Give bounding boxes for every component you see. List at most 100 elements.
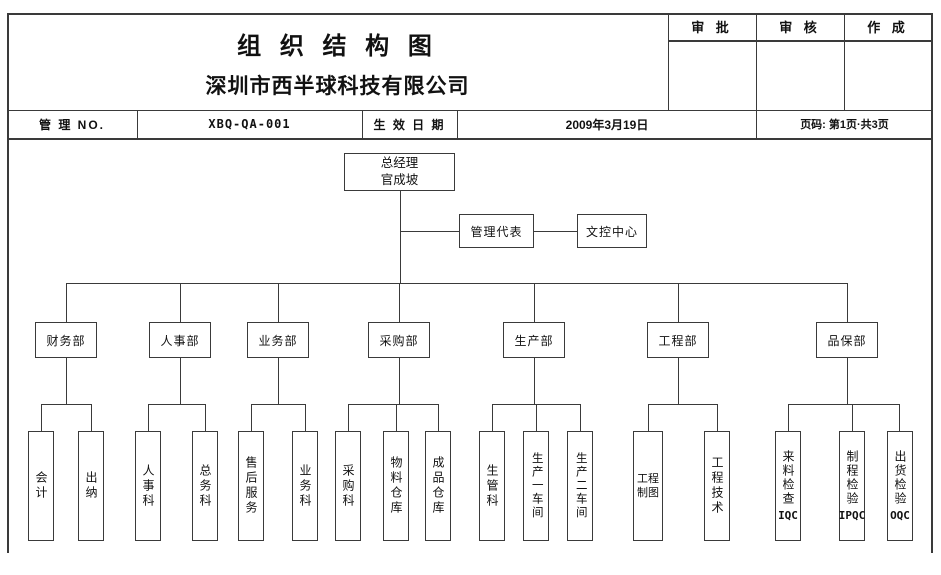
connector-leaf-drop: [648, 404, 649, 431]
connector-leaf-drop: [788, 404, 789, 431]
connector-root-to-mgmtrep: [400, 231, 459, 232]
connector-qa-children-drop: [847, 358, 848, 404]
approval-col-zuocheng: 作 成: [867, 20, 909, 35]
connector-finance-branch: [41, 404, 91, 405]
connector-leaf-drop: [536, 404, 537, 431]
meta-divider-3: [457, 110, 458, 138]
org-node-business-dept: 业务部: [247, 322, 309, 358]
org-node-cashier: 出纳: [78, 431, 104, 541]
org-node-qa-dept: 品保部: [816, 322, 878, 358]
connector-qa-branch: [788, 404, 900, 405]
page-number-info: 页码: 第1页·共3页: [800, 119, 889, 131]
leaf-label: 采购科: [341, 463, 355, 509]
connector-drop-qa: [847, 283, 848, 322]
connector-leaf-drop: [492, 404, 493, 431]
connector-purchasing-branch: [348, 404, 438, 405]
leaf-label: 生管科: [485, 463, 499, 509]
connector-leaf-drop: [41, 404, 42, 431]
connector-drop-production: [534, 283, 535, 322]
org-node-document-control-center: 文控中心: [577, 214, 647, 248]
connector-hr-children-drop: [180, 358, 181, 404]
approval-header-bottom-line: [668, 40, 933, 42]
org-node-personnel-section: 人事科: [135, 431, 161, 541]
connector-business-children-drop: [278, 358, 279, 404]
org-node-after-sales-service: 售后服务: [238, 431, 264, 541]
connector-drop-hr: [180, 283, 181, 322]
leaf-code: OQC: [890, 509, 910, 522]
connector-drop-purchasing: [399, 283, 400, 322]
leaf-label: 总务科: [198, 463, 212, 509]
org-node-engineering-drawing: 工程制图: [633, 431, 663, 541]
leaf-label: 物料仓库: [389, 456, 403, 516]
connector-leaf-drop: [438, 404, 439, 431]
approval-signature-cell-zuocheng: [844, 42, 932, 110]
org-node-incoming-inspection-iqc: 来料检查 IQC: [775, 431, 801, 541]
org-node-engineering-technology: 工程技术: [704, 431, 730, 541]
leaf-label: 制程检验: [845, 450, 859, 506]
org-node-general-affairs-section: 总务科: [192, 431, 218, 541]
connector-engineering-branch: [648, 404, 717, 405]
mgmt-no-label: 管 理 NO.: [38, 117, 105, 132]
approval-table-divider-2: [844, 13, 845, 110]
org-node-inprocess-inspection-ipqc: 制程检验 IPQC: [839, 431, 865, 541]
leaf-label: 来料检查: [781, 450, 795, 506]
connector-purchasing-children-drop: [399, 358, 400, 404]
leaf-code: IPQC: [838, 509, 866, 522]
effective-date-label: 生 效 日 期: [373, 117, 446, 132]
general-manager-title: 总经理: [380, 156, 419, 170]
company-name: 深圳市西半球科技有限公司: [205, 75, 470, 98]
leaf-label: 生产二车间: [574, 452, 587, 520]
org-node-purchasing-section: 采购科: [335, 431, 361, 541]
connector-drop-business: [278, 283, 279, 322]
approval-signature-cell-shenhe: [756, 42, 844, 110]
approval-table-left-divider: [668, 13, 669, 110]
org-node-engineering-dept: 工程部: [647, 322, 709, 358]
general-manager-name: 官成坡: [380, 173, 419, 187]
connector-leaf-drop: [348, 404, 349, 431]
org-node-finance-dept: 财务部: [35, 322, 97, 358]
org-node-general-manager: 总经理 官成坡: [344, 153, 455, 191]
connector-leaf-drop: [717, 404, 718, 431]
org-node-production-workshop-1: 生产一车间: [523, 431, 549, 541]
org-node-accounting: 会计: [28, 431, 54, 541]
approval-col-shenpi: 审 批: [691, 20, 733, 35]
leaf-label: 售后服务: [244, 456, 258, 516]
connector-leaf-drop: [899, 404, 900, 431]
frame-left-border: [7, 13, 9, 553]
connector-drop-engineering: [678, 283, 679, 322]
connector-mgmtrep-to-docctrl: [534, 231, 577, 232]
leaf-label: 工程制图: [637, 473, 659, 499]
leaf-label: 出纳: [84, 471, 98, 501]
connector-engineering-children-drop: [678, 358, 679, 404]
approval-table-divider-1: [756, 13, 757, 138]
connector-leaf-drop: [91, 404, 92, 431]
leaf-label: 工程技术: [710, 456, 724, 516]
leaf-label: 会计: [34, 471, 48, 501]
effective-date-value: 2009年3月19日: [565, 117, 649, 132]
meta-row-bottom-line: [7, 138, 933, 140]
connector-finance-children-drop: [66, 358, 67, 404]
org-node-production-control-section: 生管科: [479, 431, 505, 541]
org-node-production-dept: 生产部: [503, 322, 565, 358]
leaf-label: 生产一车间: [530, 452, 543, 520]
frame-top-line: [7, 13, 933, 15]
org-node-business-section: 业务科: [292, 431, 318, 541]
connector-leaf-drop: [396, 404, 397, 431]
meta-divider-1: [137, 110, 138, 138]
connector-leaf-drop: [580, 404, 581, 431]
frame-right-border: [931, 13, 933, 553]
approval-signature-cell-shenpi: [668, 42, 756, 110]
meta-divider-2: [362, 110, 363, 138]
connector-leaf-drop: [852, 404, 853, 431]
mgmt-no-value: XBQ-QA-001: [208, 117, 291, 131]
connector-leaf-drop: [251, 404, 252, 431]
org-node-material-warehouse: 物料仓库: [383, 431, 409, 541]
leaf-label: 出货检验: [893, 450, 907, 506]
connector-business-branch: [251, 404, 305, 405]
connector-production-children-drop: [534, 358, 535, 404]
org-node-hr-dept: 人事部: [149, 322, 211, 358]
page-title: 组 织 结 构 图: [237, 32, 438, 60]
connector-hr-branch: [148, 404, 205, 405]
org-node-outgoing-inspection-oqc: 出货检验 OQC: [887, 431, 913, 541]
